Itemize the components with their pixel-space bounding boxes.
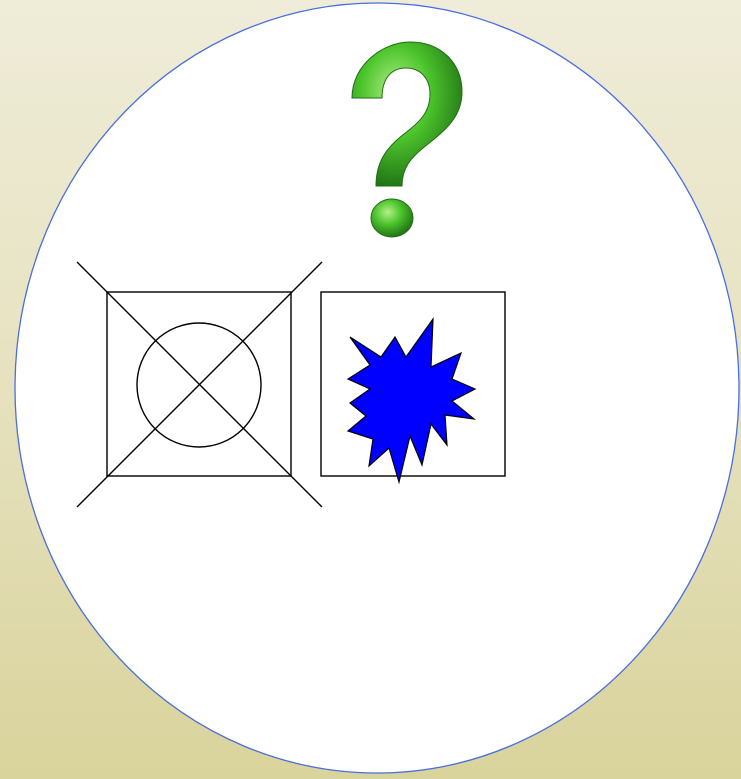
diagram-canvas — [0, 0, 741, 779]
slide-background — [0, 0, 741, 779]
